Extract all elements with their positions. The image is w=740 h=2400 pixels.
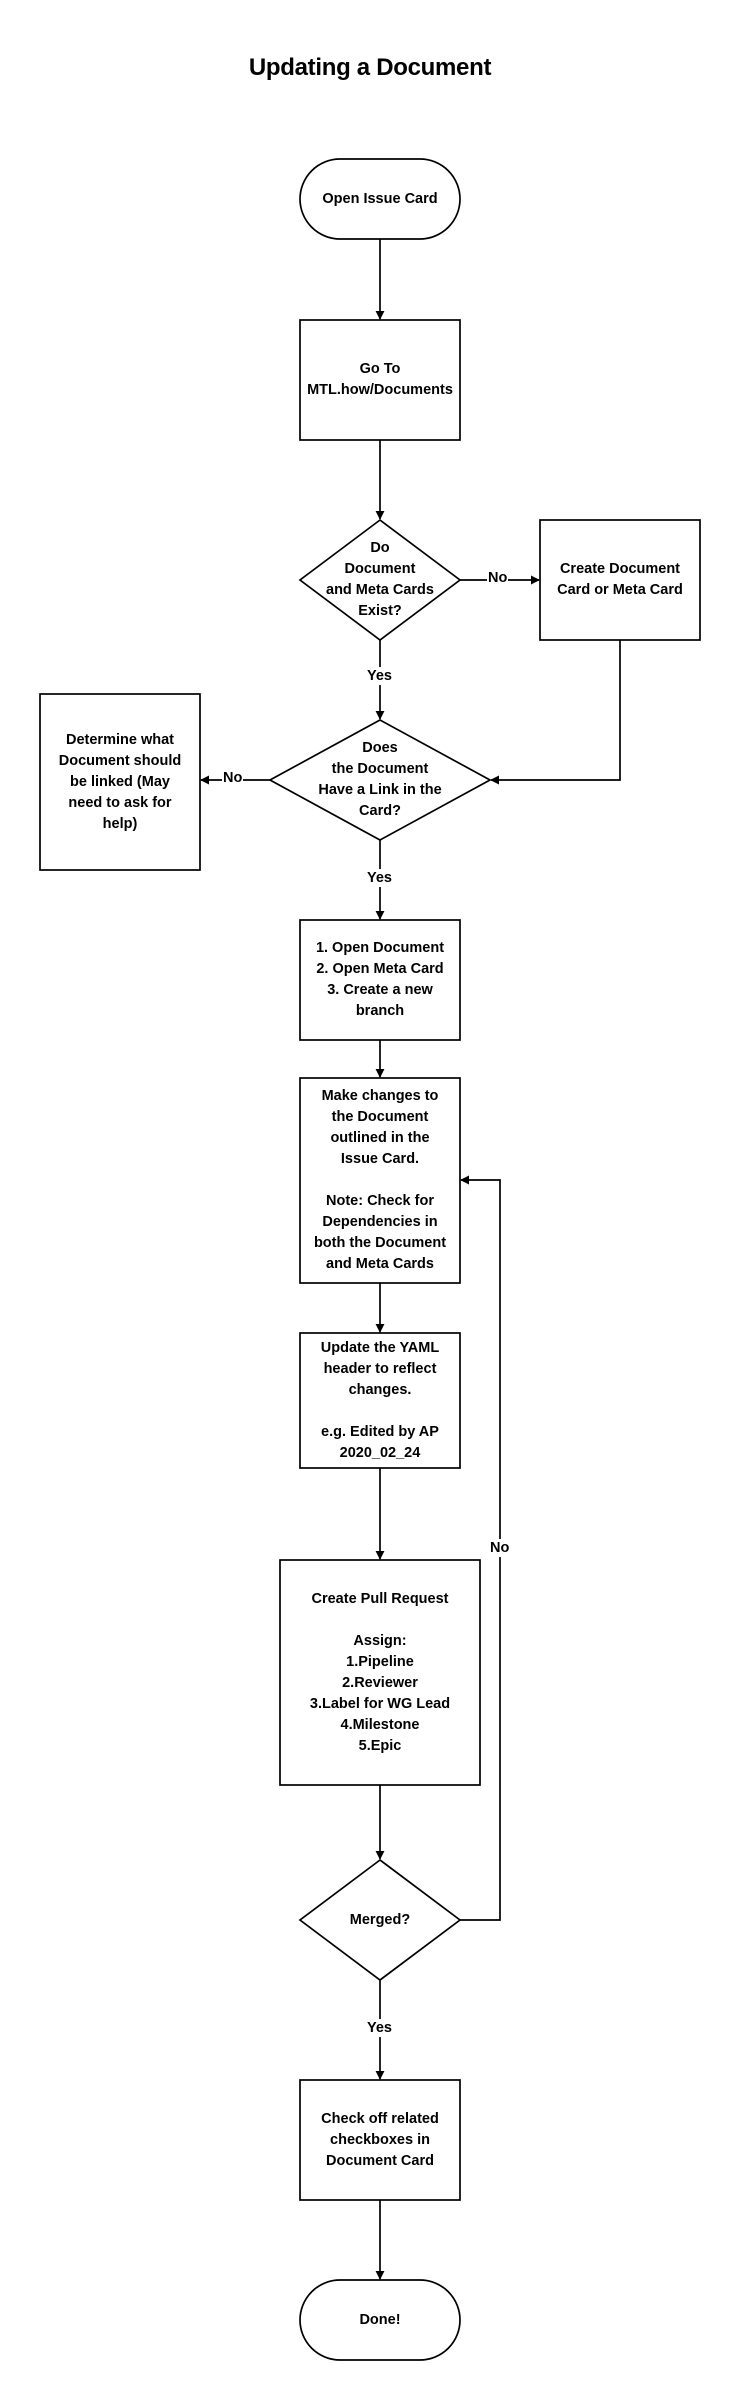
done-label: Done! bbox=[359, 2311, 401, 2328]
has-link-no-label: No bbox=[222, 769, 244, 787]
create-card-box bbox=[539, 519, 701, 641]
open-document-label: 1. Open Document 2. Open Meta Card 3. Cr… bbox=[315, 940, 445, 1019]
done-terminal bbox=[299, 2279, 461, 2361]
open-document-box bbox=[299, 919, 461, 1041]
edge-create-to-link bbox=[490, 640, 621, 785]
merged-no-label: No bbox=[489, 1539, 511, 1557]
open-issue-card-label: Open Issue Card bbox=[322, 190, 438, 207]
merged-yes-label: Yes bbox=[366, 2019, 393, 2037]
cards-exist-no-label: No bbox=[487, 569, 509, 587]
check-off-box bbox=[299, 2079, 461, 2201]
pull-request-box bbox=[279, 1559, 481, 1786]
determine-link-label: Determine what Document should be linked… bbox=[58, 731, 182, 832]
update-yaml-box bbox=[299, 1332, 461, 1469]
create-card-label: Create Document Card or Meta Card bbox=[557, 561, 683, 598]
make-changes-label: Make changes to the Document outlined in… bbox=[313, 1088, 447, 1272]
update-yaml-label: Update the YAML header to reflect change… bbox=[320, 1339, 440, 1461]
has-link-yes-label: Yes bbox=[366, 869, 393, 887]
cards-exist-label: Do Document and Meta Cards Exist? bbox=[326, 540, 434, 619]
pull-request-label: Create Pull Request Assign: 1.Pipeline 2… bbox=[309, 1590, 451, 1754]
check-off-label: Check off related checkboxes in Document… bbox=[321, 2110, 439, 2169]
go-to-documents-label: Go To MTL.how/Documents bbox=[307, 361, 453, 398]
make-changes-box bbox=[299, 1077, 461, 1284]
merged-label: Merged? bbox=[349, 1911, 411, 1928]
cards-exist-yes-label: Yes bbox=[366, 667, 393, 685]
diagram-title: Updating a Document bbox=[248, 54, 492, 81]
has-link-label: Does the Document Have a Link in the Car… bbox=[318, 740, 442, 819]
determine-link-box bbox=[39, 693, 201, 871]
